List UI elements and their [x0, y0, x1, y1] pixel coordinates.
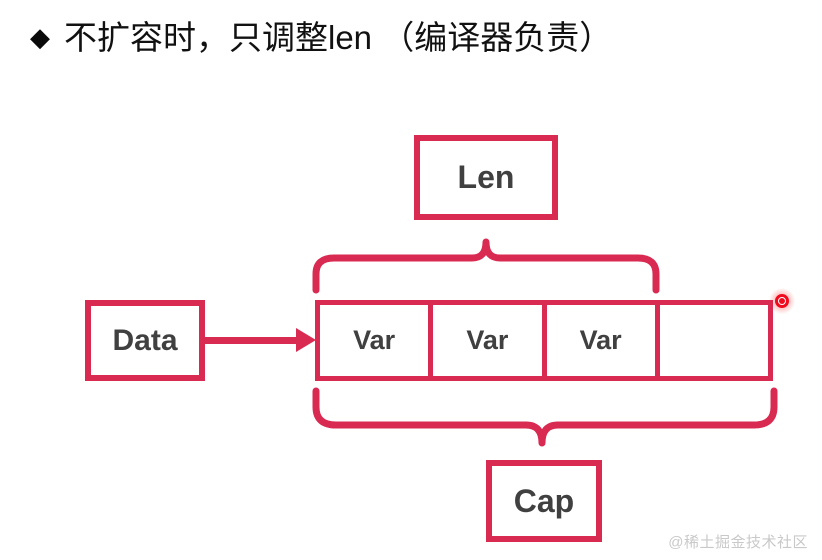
bullet-diamond-icon: ◆ — [30, 22, 50, 52]
array-cell-label: Var — [466, 325, 509, 355]
page-title: ◆ 不扩容时，只调整len （编译器负责） — [30, 12, 810, 64]
cap-brace — [312, 387, 778, 447]
data-to-array-arrow-line — [205, 337, 307, 344]
array-cell: Var — [320, 305, 434, 376]
data-box: Data — [85, 300, 205, 381]
page-title-text: 不扩容时，只调整len （编译器负责） — [64, 18, 613, 56]
watermark: @稀土掘金技术社区 — [668, 534, 808, 551]
cursor-dot-icon — [769, 288, 795, 314]
cap-box-label: Cap — [513, 482, 575, 519]
cap-box: Cap — [486, 460, 602, 542]
array-cell-label: Var — [579, 325, 622, 355]
array-cell: Var — [546, 305, 660, 376]
array-cell-label: Var — [353, 325, 396, 355]
len-brace — [312, 238, 660, 294]
data-box-label: Data — [112, 323, 178, 357]
cursor-core — [779, 298, 785, 304]
array-row: Var Var Var — [315, 300, 773, 381]
array-cell: Var — [433, 305, 547, 376]
data-to-array-arrow-head — [296, 328, 316, 352]
len-box: Len — [414, 135, 558, 220]
array-cell-empty — [659, 305, 768, 376]
len-box-label: Len — [457, 159, 515, 195]
